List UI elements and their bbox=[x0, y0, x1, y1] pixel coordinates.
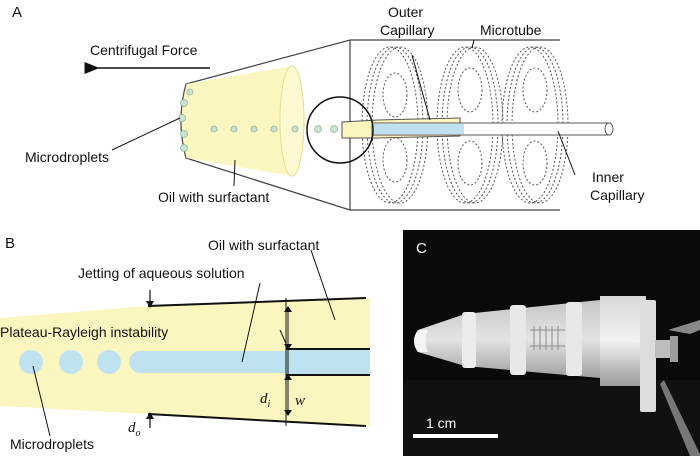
microdroplets-b bbox=[19, 350, 121, 374]
outer-diameter-label: do bbox=[128, 420, 141, 439]
panel-a: A Centrifugal Force bbox=[12, 4, 644, 211]
inner-capillary-label-2: Capillary bbox=[590, 187, 644, 203]
outer-capillary-label-1: Outer bbox=[388, 4, 423, 20]
panel-b: B Oil with surfactant bbox=[0, 235, 370, 452]
inner-capillary-b bbox=[286, 350, 370, 374]
photo-tube-cone bbox=[414, 300, 600, 378]
wall-thickness-label: w bbox=[295, 393, 305, 409]
panel-a-letter: A bbox=[12, 4, 22, 21]
panel-c-letter: C bbox=[416, 240, 427, 257]
inner-diameter-label: di bbox=[260, 391, 271, 410]
oil-region bbox=[181, 66, 299, 176]
scale-bar-label: 1 cm bbox=[426, 415, 456, 431]
panel-c-photo: 1 cm C bbox=[403, 230, 700, 456]
photo-tweezers bbox=[668, 320, 700, 334]
microdroplets-a bbox=[178, 88, 338, 152]
panel-b-letter: B bbox=[5, 235, 15, 252]
magnification-circle bbox=[306, 96, 374, 164]
oil-with-surfactant-label-b: Oil with surfactant bbox=[208, 237, 319, 253]
centrifugal-force-label: Centrifugal Force bbox=[90, 42, 198, 58]
microdroplets-label-a: Microdroplets bbox=[25, 149, 109, 165]
jetting-label: Jetting of aqueous solution bbox=[78, 265, 245, 281]
inner-capillary-end bbox=[604, 122, 614, 136]
aqueous-solution bbox=[372, 124, 464, 134]
microdroplets-label-b: Microdroplets bbox=[10, 436, 94, 452]
plateau-rayleigh-label: Plateau-Rayleigh instability bbox=[0, 324, 168, 340]
inner-capillary-label-1: Inner bbox=[592, 169, 624, 185]
scale-bar bbox=[413, 434, 498, 438]
oil-with-surfactant-label-a: Oil with surfactant bbox=[158, 189, 269, 205]
aqueous-jet bbox=[129, 351, 290, 373]
photo-tube-cap bbox=[600, 296, 646, 386]
oil-surface bbox=[279, 65, 305, 177]
tube-bottom-wall bbox=[147, 413, 367, 427]
outer-capillary-label-2: Capillary bbox=[380, 22, 434, 38]
microtube-label: Microtube bbox=[480, 22, 542, 38]
tube-top-wall bbox=[147, 297, 367, 307]
